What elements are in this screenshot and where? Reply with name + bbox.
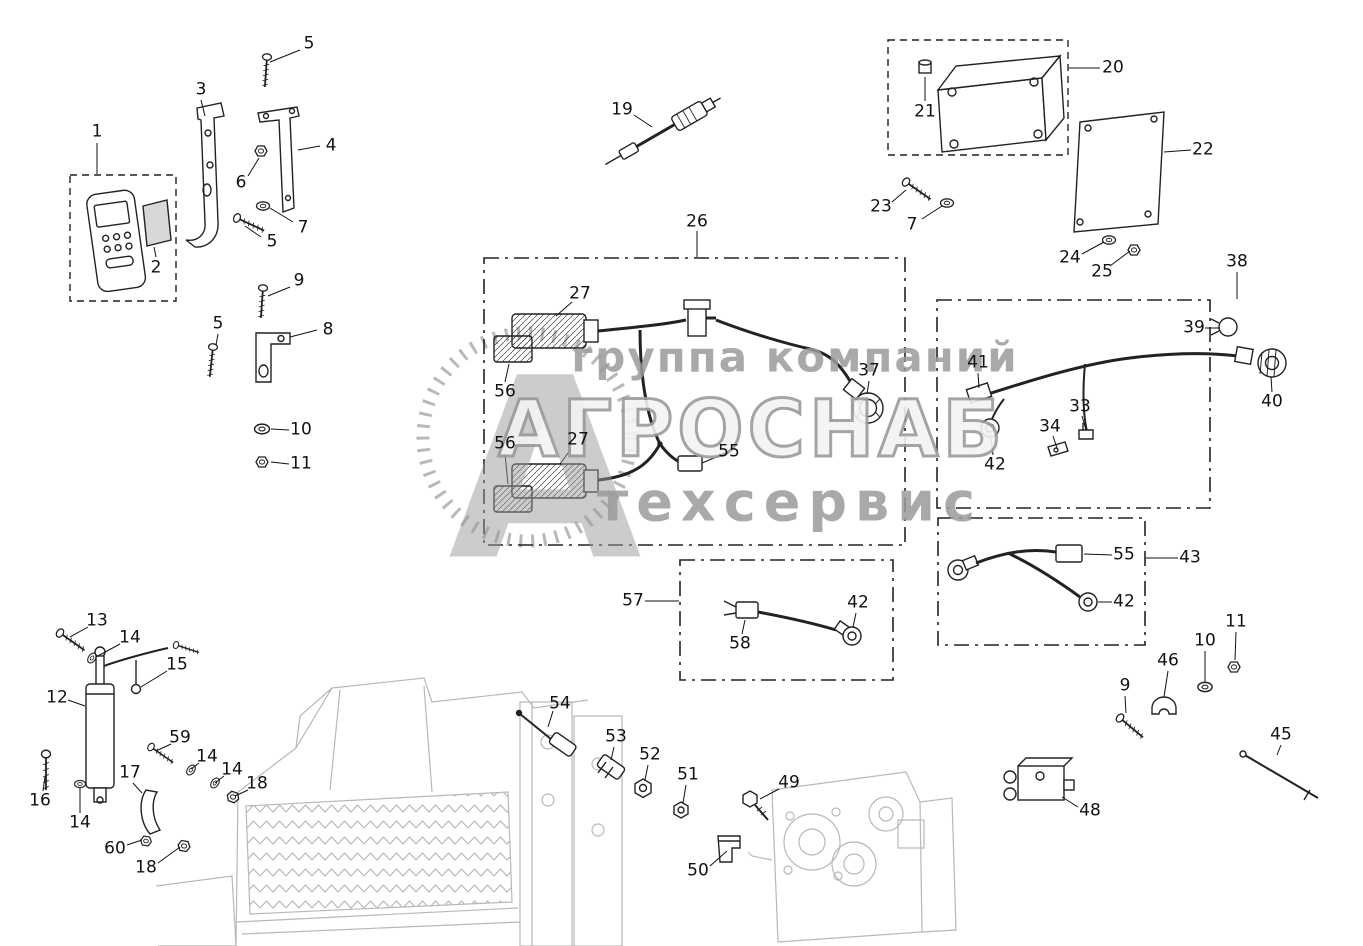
part-2-card	[142, 199, 172, 247]
part-4-bracket	[257, 106, 300, 213]
cable-box-57	[679, 559, 894, 681]
part-label: 14	[196, 746, 218, 767]
screw-5-icon	[231, 211, 267, 236]
part-label: 58	[729, 633, 751, 654]
part-label: 14	[221, 759, 243, 780]
part-label: 37	[858, 360, 880, 381]
part-label: 50	[687, 860, 709, 881]
part-label: 5	[303, 33, 315, 54]
part-label: 2	[150, 257, 162, 278]
part-label: 5	[266, 231, 278, 252]
part-label: 46	[1157, 650, 1179, 671]
nut-11-icon	[255, 456, 269, 468]
part-label: 13	[86, 610, 108, 631]
part-21-cap	[918, 59, 932, 74]
washer-7-icon	[255, 201, 271, 211]
part-label: 7	[906, 214, 918, 235]
part-label: 21	[914, 101, 936, 122]
part-label: 16	[29, 790, 51, 811]
part-label: 53	[605, 726, 627, 747]
part-label: 56	[494, 433, 516, 454]
part-19-cable	[605, 97, 721, 166]
part-label: 8	[322, 319, 334, 340]
part-label: 24	[1059, 247, 1081, 268]
part-label: 4	[325, 135, 337, 156]
part-label: 20	[1102, 57, 1124, 78]
leader-lines	[42, 49, 1282, 867]
washer-7-icon	[939, 198, 955, 208]
part-label: 7	[297, 217, 309, 238]
part-label: 33	[1069, 396, 1091, 417]
part-label: 9	[293, 270, 305, 291]
nut-25-icon	[1127, 244, 1141, 256]
part-label: 54	[549, 693, 571, 714]
part-label: 11	[290, 453, 312, 474]
bottom-right-hardware	[1003, 661, 1319, 801]
part-label: 41	[967, 352, 989, 373]
part-label: 38	[1226, 251, 1248, 272]
part-label: 42	[984, 454, 1006, 475]
part-label: 39	[1183, 317, 1205, 338]
part-label: 49	[778, 772, 800, 793]
nut-6-icon	[254, 145, 268, 157]
part-label: 5	[212, 313, 224, 334]
washer-24-icon	[1101, 235, 1117, 245]
part-label: 60	[104, 838, 126, 859]
washer-10-icon	[253, 423, 271, 435]
part-label: 18	[246, 773, 268, 794]
harness-box-26	[483, 257, 906, 546]
part-label: 55	[1113, 544, 1135, 565]
sensor-chain	[515, 709, 769, 863]
part-label: 42	[847, 592, 869, 613]
part-label: 14	[119, 627, 141, 648]
part-12-cylinder-assembly	[40, 626, 242, 853]
part-22-plate	[1073, 111, 1165, 233]
screw-5-icon	[259, 52, 273, 89]
part-label: 10	[1194, 630, 1216, 651]
part-label: 45	[1270, 724, 1292, 745]
part-label: 55	[718, 441, 740, 462]
part-label: 22	[1192, 139, 1214, 160]
part-label: 23	[870, 196, 892, 217]
part-1-remote-control	[69, 174, 177, 302]
screw-9-icon	[255, 283, 269, 320]
part-label: 9	[1119, 675, 1131, 696]
part-label: 1	[91, 121, 103, 142]
part-label: 11	[1225, 611, 1247, 632]
part-label: 26	[686, 211, 708, 232]
part-label: 25	[1091, 261, 1113, 282]
screw-5-icon	[204, 342, 219, 379]
part-label: 51	[677, 764, 699, 785]
part-label: 57	[622, 590, 644, 611]
part-label: 40	[1261, 391, 1283, 412]
part-label: 52	[639, 744, 661, 765]
harness-box-43	[937, 517, 1146, 646]
part-label: 12	[46, 687, 68, 708]
harness-box-38	[936, 299, 1287, 509]
part-label: 27	[567, 429, 589, 450]
part-label: 6	[235, 172, 247, 193]
machine-art-left	[155, 677, 623, 946]
machine-art-right	[747, 771, 957, 943]
part-20-control-box	[887, 39, 1069, 156]
part-label: 17	[119, 762, 141, 783]
part-label: 27	[569, 283, 591, 304]
part-label: 10	[290, 419, 312, 440]
part-label: 18	[135, 857, 157, 878]
part-label: 14	[69, 812, 91, 833]
part-label: 42	[1113, 591, 1135, 612]
part-label: 15	[166, 654, 188, 675]
part-label: 34	[1039, 416, 1061, 437]
part-8-bracket	[255, 332, 291, 383]
part-label: 3	[195, 79, 207, 100]
part-label: 48	[1079, 800, 1101, 821]
part-label: 19	[611, 99, 633, 120]
watermark-wreath-icon	[416, 326, 638, 548]
part-label: 59	[169, 727, 191, 748]
part-3-bracket	[185, 102, 225, 248]
part-label: 43	[1179, 547, 1201, 568]
parts-artwork	[40, 39, 1319, 867]
part-label: 56	[494, 381, 516, 402]
